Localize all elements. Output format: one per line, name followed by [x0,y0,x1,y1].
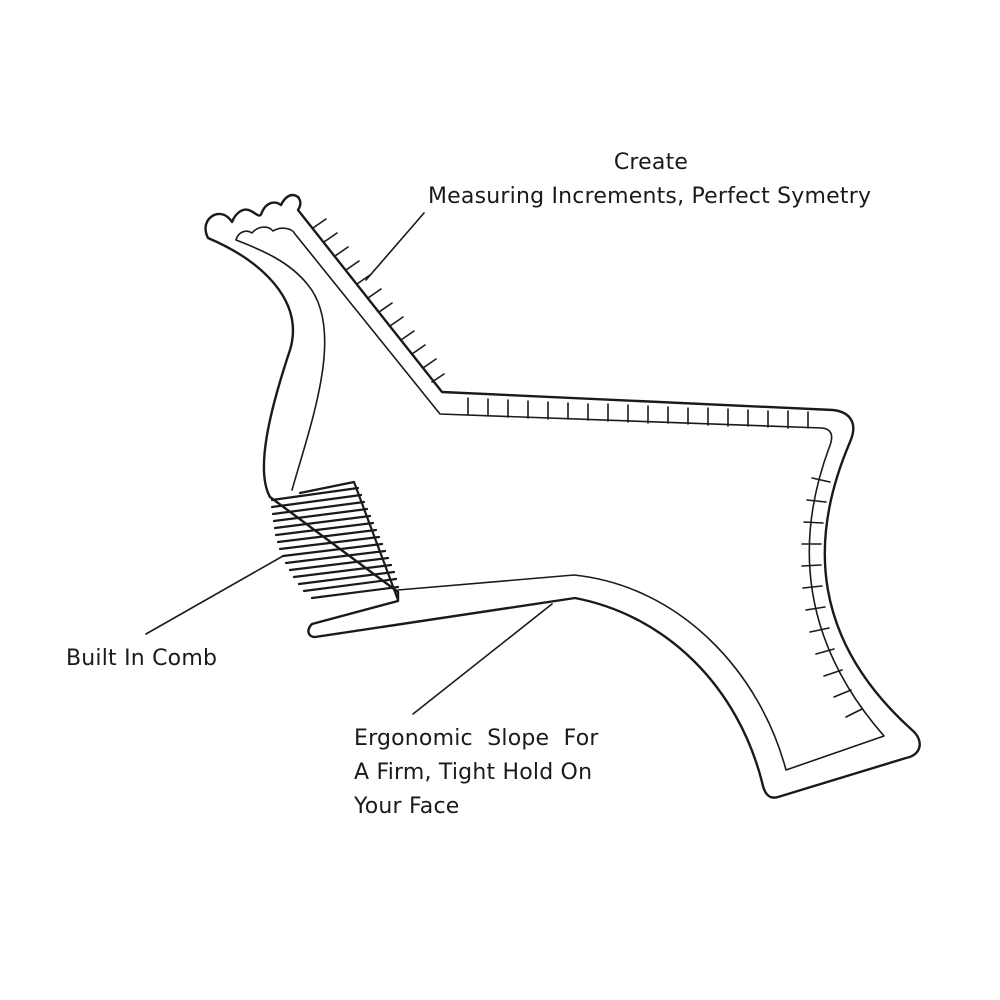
callout-slope-line-3: Your Face [354,794,460,819]
measuring-ticks-right [801,477,863,718]
callout-ergonomic-slope: Ergonomic Slope For A Firm, Tight Hold O… [354,722,599,824]
callout-measuring-line-2: Measuring Increments, Perfect Symetry [428,184,872,209]
callout-measuring-increments: Create Measuring Increments, Perfect Sym… [428,146,878,214]
comb-teeth [270,480,400,602]
leader-line-comb [145,555,284,635]
callout-slope-line-2: A Firm, Tight Hold On [354,760,593,785]
measuring-ticks-horizontal [467,397,809,429]
leader-line-measuring [365,212,425,281]
callout-measuring-line-1: Create [613,150,689,175]
callout-built-in-comb: Built In Comb [66,642,217,676]
tool-inner-outline [235,226,885,771]
tool-outer-outline [204,193,921,799]
leader-line-slope [412,603,553,715]
callout-comb-text: Built In Comb [66,646,218,671]
measuring-ticks-diagonal [312,218,445,383]
callout-slope-line-1: Ergonomic Slope For [354,726,599,751]
